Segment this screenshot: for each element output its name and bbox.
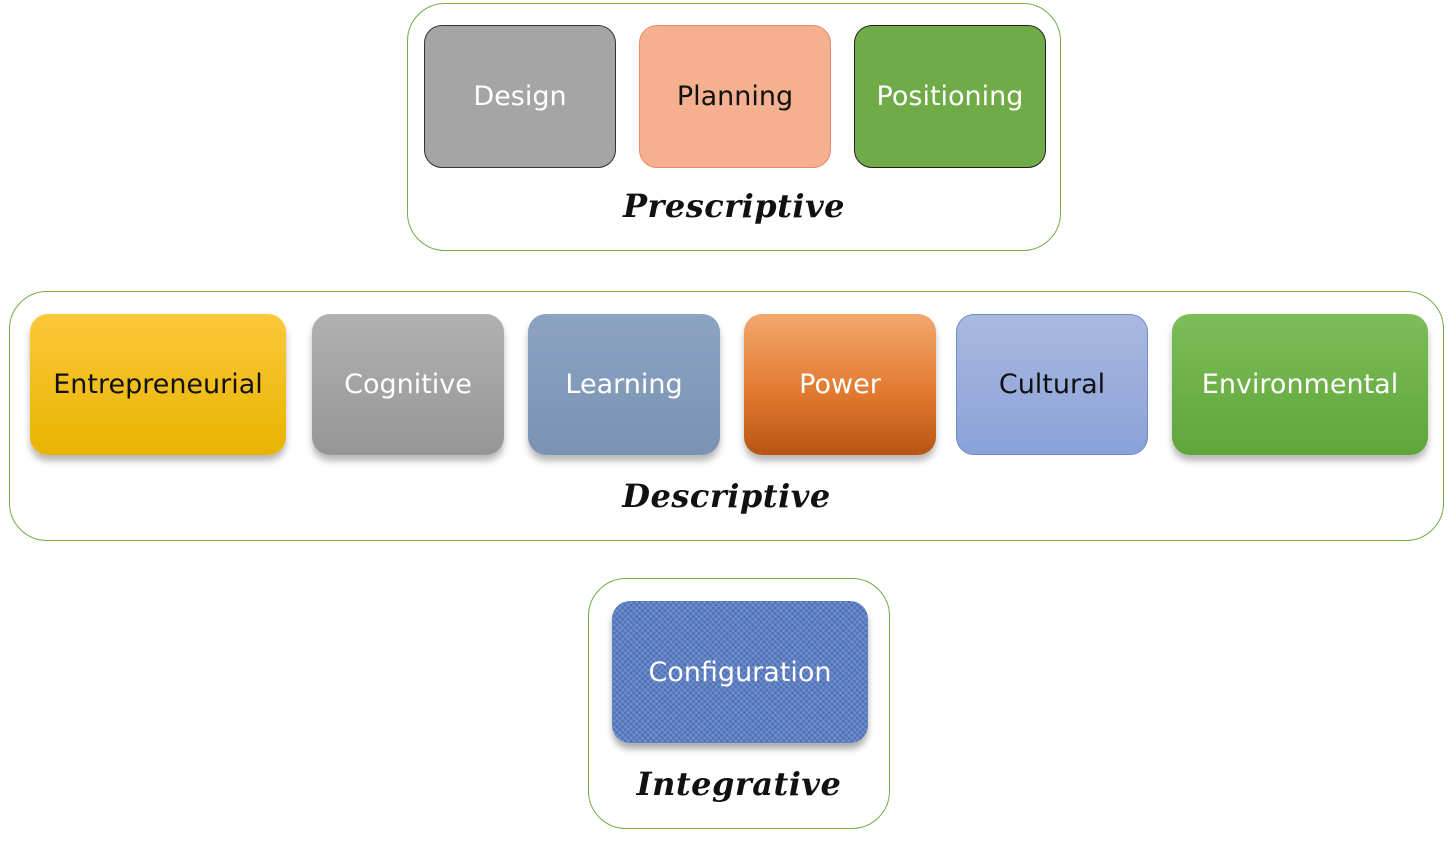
positioning-label: Positioning	[876, 81, 1024, 112]
integrative-group: Configuration Integrative	[588, 578, 890, 829]
cognitive-label: Cognitive	[344, 369, 472, 400]
learning-label: Learning	[565, 369, 683, 400]
integrative-group-label: Integrative	[636, 765, 842, 803]
design-label: Design	[473, 81, 567, 112]
descriptive-group-label: Descriptive	[622, 477, 831, 515]
cultural-label: Cultural	[998, 369, 1106, 400]
planning-box: Planning	[639, 25, 831, 168]
cultural-box: Cultural	[956, 314, 1148, 455]
descriptive-group: Entrepreneurial Cognitive Learning Power…	[9, 291, 1444, 541]
positioning-box: Positioning	[854, 25, 1046, 168]
entrepreneurial-box: Entrepreneurial	[30, 314, 286, 455]
configuration-label: Configuration	[648, 656, 832, 688]
power-label: Power	[799, 369, 881, 400]
prescriptive-group: Design Planning Positioning Prescriptive	[407, 3, 1061, 251]
configuration-box: Configuration	[612, 601, 868, 743]
environmental-box: Environmental	[1172, 314, 1428, 455]
planning-label: Planning	[676, 81, 794, 112]
learning-box: Learning	[528, 314, 720, 455]
design-box: Design	[424, 25, 616, 168]
power-box: Power	[744, 314, 936, 455]
entrepreneurial-label: Entrepreneurial	[53, 369, 263, 400]
prescriptive-group-label: Prescriptive	[622, 187, 846, 225]
cognitive-box: Cognitive	[312, 314, 504, 455]
environmental-label: Environmental	[1201, 369, 1399, 400]
